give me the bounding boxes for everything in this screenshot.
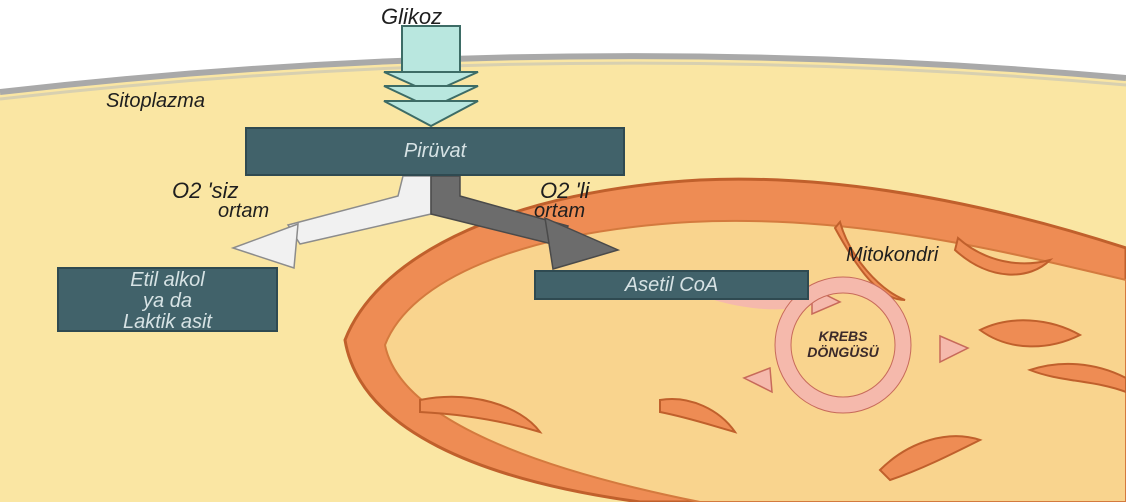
cytoplasm-label: Sitoplazma	[106, 90, 205, 113]
fermentation-line-2: ya da	[59, 291, 276, 312]
pyruvate-box: Pirüvat	[245, 127, 625, 176]
anaerobic-condition-sublabel: ortam	[218, 200, 269, 223]
glucose-label: Glikoz	[381, 4, 442, 30]
fermentation-products-box: Etil alkol ya da Laktik asit	[57, 267, 278, 332]
aerobic-condition-sublabel: ortam	[534, 200, 585, 223]
mitochondrion-label: Mitokondri	[846, 244, 938, 267]
krebs-line-1: KREBS	[773, 328, 913, 344]
fermentation-line-1: Etil alkol	[59, 270, 276, 291]
krebs-cycle-label: KREBS DÖNGÜSÜ	[773, 328, 913, 360]
pyruvate-label: Pirüvat	[247, 141, 623, 162]
krebs-line-2: DÖNGÜSÜ	[773, 344, 913, 360]
acetyl-coa-label: Asetil CoA	[536, 275, 807, 296]
fermentation-line-3: Laktik asit	[59, 312, 276, 333]
acetyl-coa-box: Asetil CoA	[534, 270, 809, 300]
